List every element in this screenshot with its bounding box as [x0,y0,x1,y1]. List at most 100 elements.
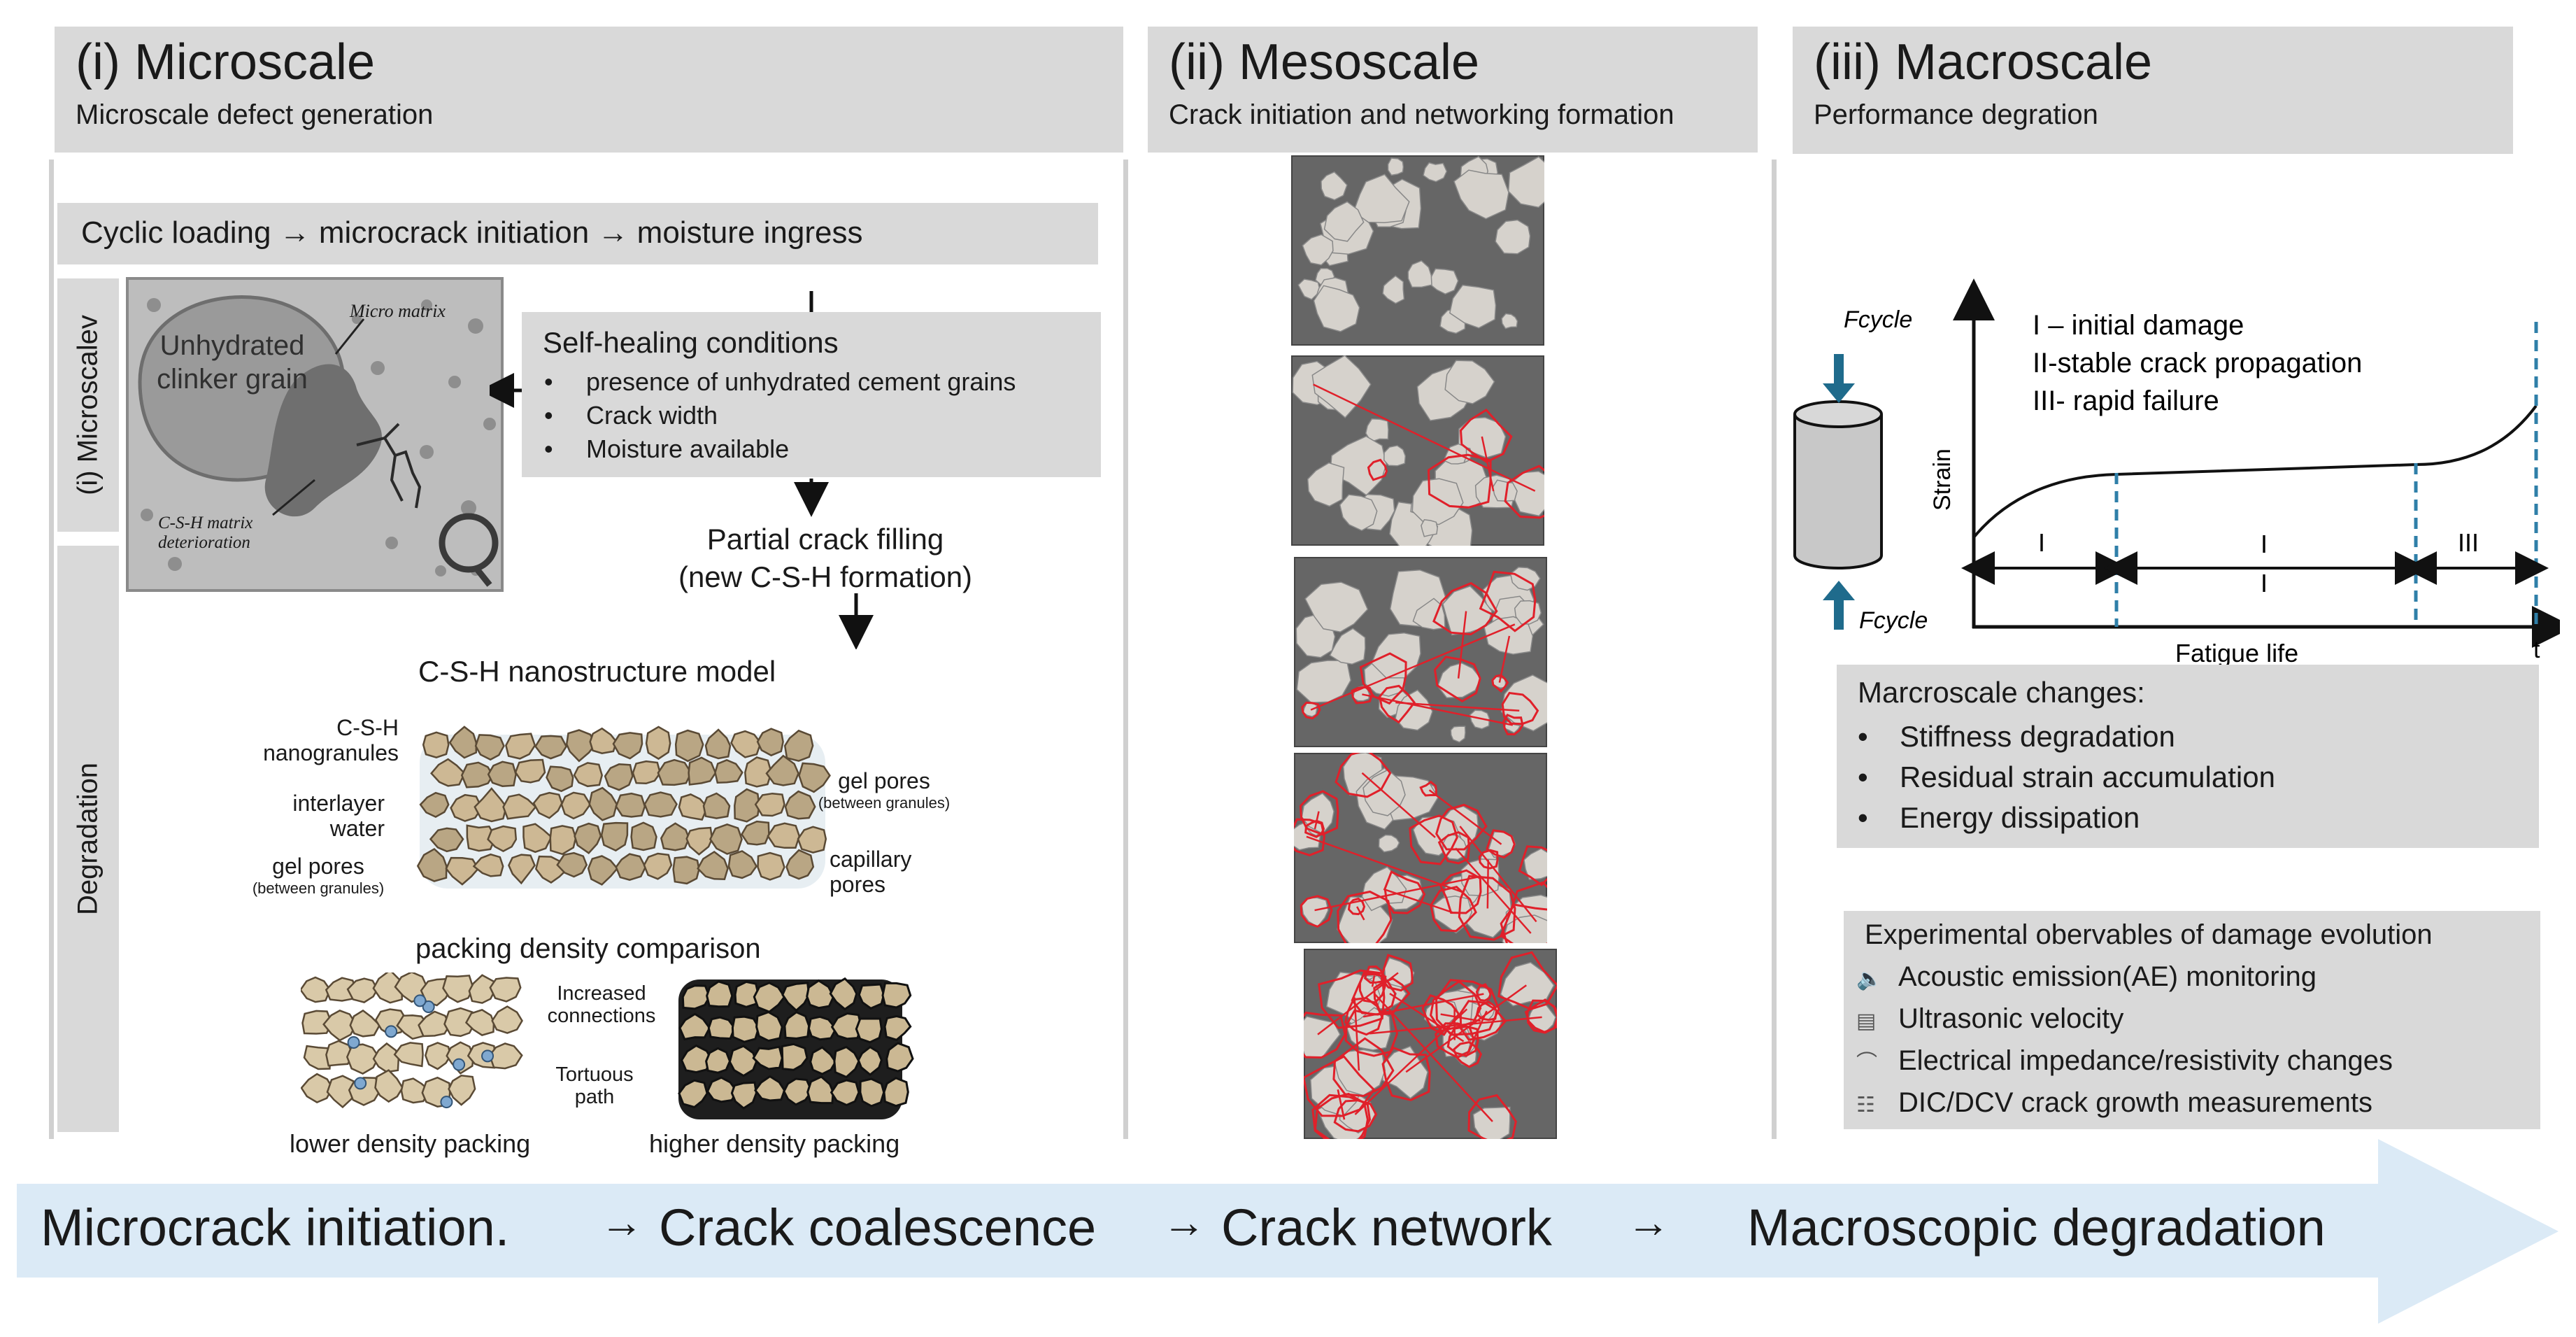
packing-label-higher: higher density packing [649,1129,900,1158]
nanogranule [589,727,618,754]
crack-link [1395,701,1520,712]
higher-density-packing-image [678,977,914,1119]
crack [1304,1055,1376,1117]
magnifier-handle [473,565,492,587]
timeline-step-3: Crack network [1221,1198,1552,1257]
timeline-arrow-3: → [1627,1198,1670,1247]
strain-curve [1972,404,2538,539]
nano-label-gel-left: gel pores (between granules) [231,855,406,900]
packing-label-tortuous: Tortuous path [546,1063,643,1108]
crack [1301,701,1321,720]
flow-arrows [490,291,874,649]
macroscale-title: (iii) Macroscale [1814,34,2153,90]
nano-label-gel-right-text: gel pores [838,768,930,793]
nanogranule [612,732,643,760]
nanogranule [422,731,450,759]
aggregate [1423,162,1448,183]
aggregate [1382,275,1405,304]
aggregate [1411,478,1464,525]
nanogranule [702,792,731,819]
macroscale-subtitle: Performance degration [1814,99,2098,130]
fatigue-chart: Fcycle Fcycle Strain Fatigue life t I – … [1793,278,2560,667]
observable-row: 🔈Acoustic emission(AE) monitoring ▤Ultra… [1856,957,2393,1125]
crack-link [1313,383,1536,492]
csh-matrix-label-text: C-S-H matrix deterioration [158,514,253,552]
packing-grain-low [301,976,332,1003]
stage-label: I [2261,530,2268,558]
crack [1459,1000,1507,1041]
observables-box: Experimental obervables of damage evolut… [1844,911,2540,1129]
nanogranule [672,856,700,885]
aggregate [1421,518,1438,537]
timeline-step-1: Microcrack initiation. [41,1198,510,1257]
crack-link [1373,993,1493,1122]
observable-item: ☷DIC/DCV crack growth measurements [1856,1083,2393,1125]
crack [1421,994,1460,1036]
packing-grain-low [301,1073,334,1103]
aggregate [1507,156,1544,208]
crack [1344,996,1383,1036]
aggregate [1353,174,1410,223]
csh-matrix-blob [264,364,383,517]
timeline-arrow [17,1139,2559,1324]
crack [1299,790,1339,836]
timeline-step-2: Crack coalescence [659,1198,1097,1257]
crack-link [1383,888,1453,914]
nanogranule [615,853,647,882]
nanogranule [734,788,760,823]
packing-grain-high [781,982,811,1012]
crack [1335,753,1392,798]
aggregate [1371,632,1421,679]
nanogranule [741,820,770,846]
nanogranule [714,759,743,784]
y-axis-label: Strain [1929,448,1956,511]
packing-grain-high [707,1016,736,1040]
nanogranule [709,823,743,855]
force-arrow-bottom [1823,581,1855,630]
pore [481,1049,494,1063]
macro-changes-title: Marcroscale changes: [1858,676,2145,709]
crack [1437,830,1470,865]
packing-grain-high [857,1045,883,1077]
nanogranule [522,823,553,854]
mesoscale-crack-image [1291,155,1544,346]
packing-grain-low [346,977,379,1003]
aggregate [1307,462,1345,507]
packing-grain-high [754,1075,786,1102]
process-bar: Cyclic loading → microcrack initiation →… [57,203,1098,264]
nanogranule [688,756,717,786]
packing-grain-high [680,1044,713,1074]
packing-grain-high [706,1076,739,1103]
nano-label-gel-left-text: gel pores [272,854,364,879]
packing-grain-high [681,984,711,1010]
packing-grain-low [442,975,474,1003]
packing-grain-low [393,1042,424,1068]
aggregate [1449,284,1497,329]
crack [1419,780,1438,797]
microscale-subtitle: Microscale defect generation [76,99,434,130]
nanogranule [474,787,508,823]
crack-link [1353,997,1360,1071]
side-label-microscale-text: (i) Microscalev [72,315,104,495]
packing-grain-high [858,983,885,1010]
panel-divider [1123,160,1128,1139]
nanogranule [587,855,619,886]
nanogranule [460,761,494,788]
aggregate [1444,360,1495,404]
stage-label: I [2261,569,2268,597]
nanogranule [505,733,536,760]
crack [1311,1094,1372,1139]
pore [440,1096,453,1109]
packing-grain-low [326,1075,357,1109]
nano-label-gel-right: gel pores (between granules) [800,770,968,814]
crack [1314,1092,1369,1139]
legend-stage-3: III- rapid failure [2033,385,2219,416]
packing-grain-high [753,982,786,1014]
pore [453,1058,466,1071]
crack [1518,845,1547,886]
pore [422,1000,435,1014]
nanogranule [643,791,678,818]
self-healing-list: presence of unhydrated cement grains Cra… [544,365,1016,466]
timeline-step-4: Macroscopic degradation [1747,1198,2326,1257]
partial-filling-line-1: Partial crack filling [706,523,944,556]
